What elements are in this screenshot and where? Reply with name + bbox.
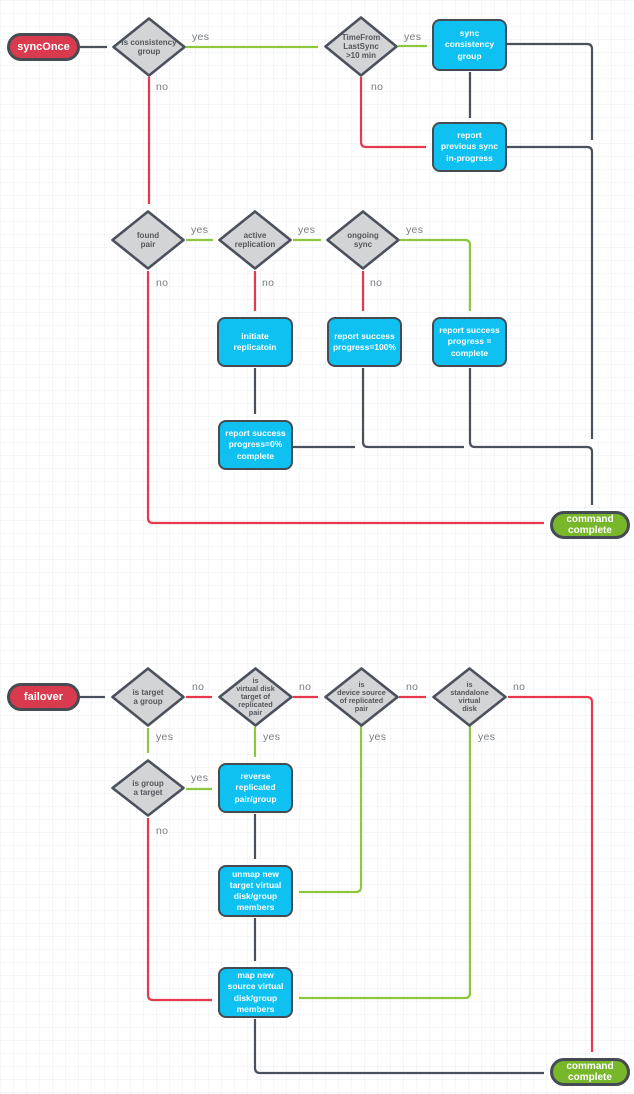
edge-label-no: no [406,681,419,693]
edge-label-yes: yes [406,224,424,236]
decision-label: found pair [136,230,160,249]
edge-label-no: no [156,825,169,837]
diamond-shape [112,17,186,77]
edge-label-yes: yes [369,731,387,743]
decision-is-device-source-of-replicated-pair: is device source of replicated pair [324,667,399,727]
edge-label-no: no [156,81,169,93]
decision-is-group-a-target: is group a target [111,759,185,817]
edge-label-no: no [370,277,383,289]
decision-found-pair: found pair [111,210,185,270]
decision-label: is target a group [132,687,164,706]
decision-label: is device source of replicated pair [337,679,386,714]
edge-label-no: no [156,277,169,289]
start-node-failover-label: failover [23,690,64,703]
decision-is-standalone-virtual-disk: is standalone virtual disk [432,667,507,727]
end-node-command-complete-2: command complete [550,1058,630,1086]
diamond-shape [218,210,292,270]
decision-label: is virtual disk target of replicated pai… [236,675,275,718]
edge-label-yes: yes [156,731,174,743]
process-label: report success progress=100% [332,330,397,352]
decision-is-vdisk-target-of-replicated-pair: is virtual disk target of replicated pai… [218,667,293,727]
end-node-label: command complete [566,514,614,536]
end-node-label: command complete [566,1061,614,1083]
process-initiate-replication: initiate replicatoin [217,317,293,367]
edge-label-yes: yes [404,31,422,43]
process-unmap-new-target: unmap new target virtual disk/group memb… [218,865,293,917]
process-report-success-0: report success progress=0% complete [218,420,293,470]
decision-label: TimeFrom LastSync >10 min [341,32,381,61]
diamond-shape [218,667,293,727]
diamond-shape [326,210,400,270]
edge-label-no: no [299,681,312,693]
process-report-success-100: report success progress=100% [327,317,402,367]
edge-label-yes: yes [191,224,209,236]
process-sync-consistency-group: sync consistency group [432,19,507,71]
decision-active-replication: active replication [218,210,292,270]
edge-label-yes: yes [191,772,209,784]
diamond-shape [111,759,185,817]
edge-label-yes: yes [298,224,316,236]
process-label: unmap new target virtual disk/group memb… [229,868,282,913]
start-node-failover: failover [7,683,80,711]
process-label: report previous sync in-progress [440,130,499,163]
decision-timefrom-lastsync: TimeFrom LastSync >10 min [324,16,398,77]
diamond-shape [111,667,185,727]
decision-label: is standalone virtual disk [450,679,489,714]
edge-label-yes: yes [478,731,496,743]
process-label: report success progress = complete [439,325,500,358]
decision-ongoing-sync: ongoing sync [326,210,400,270]
process-label: reverse replicated pair/group [234,771,277,804]
process-label: initiate replicatoin [233,330,277,352]
process-reverse-replicated-pair-group: reverse replicated pair/group [218,763,293,813]
edge-label-no: no [262,277,275,289]
process-label: map new source virtual disk/group member… [227,970,284,1014]
edge-label-yes: yes [263,731,281,743]
edge-label-yes: yes [192,31,210,43]
start-node-synconce-label: syncOnce [17,40,70,53]
diamond-shape [111,210,185,270]
diamond-shape [432,667,507,727]
edge-label-no: no [371,81,384,93]
start-node-synconce: syncOnce [7,33,80,61]
diamond-shape [324,16,398,77]
decision-label: is consistency group [121,37,177,56]
process-label: sync consistency group [444,28,495,61]
decision-label: is group a target [132,778,164,797]
edge-label-no: no [192,681,205,693]
process-map-new-source: map new source virtual disk/group member… [218,967,293,1018]
diamond-shape [324,667,399,727]
decision-label: active replication [234,230,276,249]
decision-is-target-a-group: is target a group [111,667,185,727]
process-report-success-complete: report success progress = complete [432,317,507,367]
process-label: report success progress=0% complete [225,428,286,461]
edge-label-no: no [513,681,526,693]
decision-is-consistency-group: is consistency group [112,17,186,77]
end-node-command-complete-1: command complete [550,511,630,539]
process-report-previous-sync: report previous sync in-progress [432,122,507,172]
decision-label: ongoing sync [347,230,379,249]
